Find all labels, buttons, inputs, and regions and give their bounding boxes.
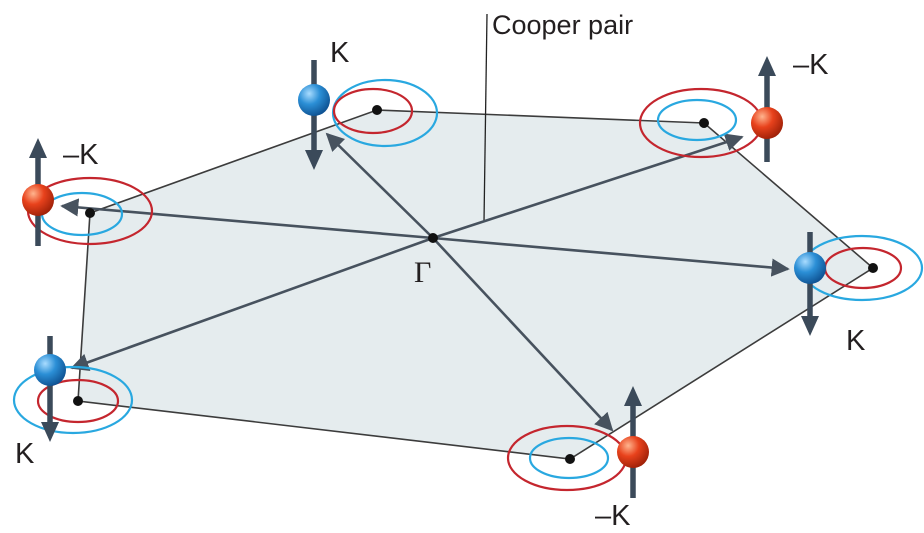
electron-red: [617, 436, 649, 468]
valley-center-dot: [85, 208, 95, 218]
valley-bottom-left: K: [12, 336, 134, 470]
valley-label: K: [15, 438, 35, 470]
spin-arrow-head: [41, 422, 59, 442]
valley-label: –K: [793, 49, 829, 81]
fermi-ring-blue: [528, 436, 610, 480]
callout-line: [483, 13, 488, 223]
valley-label: K: [330, 37, 350, 69]
spin-arrow-head: [29, 138, 47, 158]
valley-center-dot: [565, 454, 575, 464]
valley-center-dot: [868, 263, 878, 273]
valley-center-dot: [699, 118, 709, 128]
spin-arrow-head: [801, 316, 819, 336]
valley-label: –K: [63, 139, 99, 171]
valley-center-dot: [73, 396, 83, 406]
valley-left: –K: [22, 138, 154, 246]
cooper-pair-label: Cooper pair: [492, 10, 633, 40]
arrow-to-valley-left: [60, 198, 434, 240]
arrow-to-valley-bottom-right: [432, 237, 614, 432]
gamma-point: [428, 233, 438, 243]
spin-arrow-head: [305, 150, 323, 170]
momentum-arrows: [60, 132, 790, 432]
fermi-ring-red: [332, 87, 414, 135]
arrow-to-valley-top-left: [325, 132, 434, 239]
arrow-to-valley-right: [432, 236, 790, 277]
spin-arrow-head: [758, 56, 776, 76]
spin-arrow-head: [624, 386, 642, 406]
fermi-ring-blue: [656, 98, 738, 142]
electron-blue: [34, 354, 66, 386]
gamma-label: Γ: [414, 256, 431, 289]
electron-red: [22, 184, 54, 216]
valley-label: K: [846, 325, 866, 357]
electron-blue: [794, 252, 826, 284]
electron-red: [751, 107, 783, 139]
arrow-to-valley-bottom-left: [70, 236, 434, 372]
valley-center-dot: [372, 105, 382, 115]
valley-right: K: [794, 232, 924, 357]
fermi-ring-blue: [331, 78, 439, 148]
valley-label: –K: [595, 500, 631, 532]
electron-blue: [298, 84, 330, 116]
valley-top-left: K: [298, 37, 439, 170]
valley-bottom-right: –K: [506, 386, 649, 532]
fermi-ring-red: [36, 378, 120, 424]
valley-top-right: –K: [638, 49, 829, 162]
arrow-to-valley-top-right: [432, 133, 744, 240]
fermi-ring-blue: [12, 365, 134, 435]
